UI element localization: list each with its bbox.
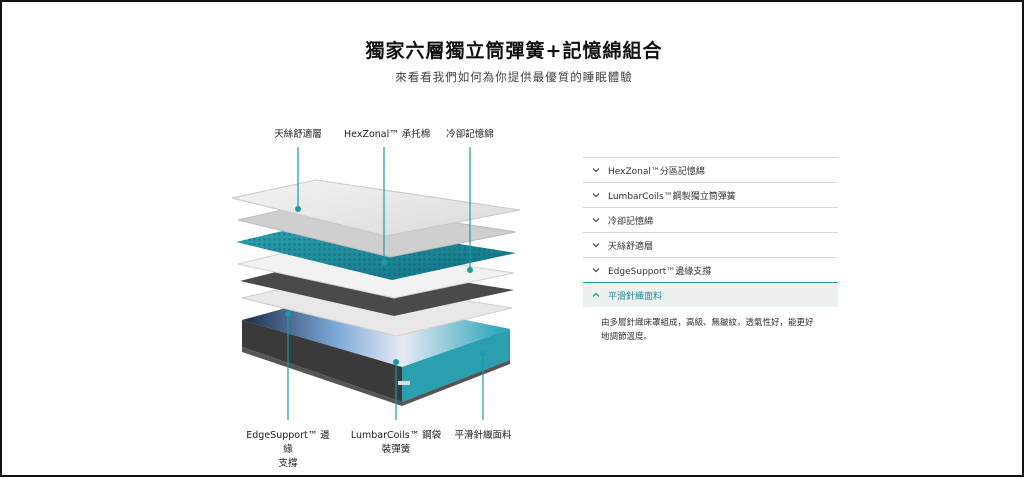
accordion-item-label: HexZonal™分區記憶綿 [608, 166, 705, 177]
callout-tencel-comfort: 天絲舒適層 [274, 129, 322, 140]
gray-foam-layer-3 [241, 277, 513, 337]
callout-knit-fabric: 平滑針織面料 [454, 430, 512, 441]
callout-cooling-memory-foam: 冷卻記憶綿 [446, 129, 494, 140]
gray-foam-layer-2 [240, 260, 514, 316]
accordion-item-tencel[interactable]: 天絲舒適層 [583, 232, 838, 257]
accordion-item-lumbarcoils[interactable]: LumbarCoils™鋼製獨立筒彈簧 [583, 182, 838, 207]
hexzonal-teal-layer [236, 222, 516, 280]
layer-accordion: HexZonal™分區記憶綿 LumbarCoils™鋼製獨立筒彈簧 冷卻記憶綿… [583, 157, 838, 345]
chevron-up-icon [589, 288, 603, 302]
accordion-item-knit-fabric[interactable]: 平滑針織面料 [583, 282, 838, 307]
chevron-down-icon [589, 238, 603, 252]
accordion-item-label: EdgeSupport™邊緣支撐 [608, 266, 712, 277]
callout-hexzonal-foam: HexZonal™ 承托棉 [344, 129, 431, 140]
accordion-item-cooling-foam[interactable]: 冷卻記憶綿 [583, 207, 838, 232]
chevron-down-icon [589, 188, 603, 202]
chevron-down-icon [589, 213, 603, 227]
accordion-item-edgesupport[interactable]: EdgeSupport™邊緣支撐 [583, 257, 838, 282]
coil-base-layer [242, 294, 510, 406]
page-subtitle: 來看看我們如何為你提供最優質的睡眠體驗 [395, 70, 633, 84]
page-title: 獨家六層獨立筒彈簧+記憶綿組合 [365, 40, 663, 62]
chevron-down-icon [589, 163, 603, 177]
top-cover-layer [231, 179, 521, 237]
chevron-down-icon [589, 263, 603, 277]
accordion-item-label: LumbarCoils™鋼製獨立筒彈簧 [608, 191, 736, 202]
accordion-item-label: 平滑針織面料 [608, 291, 663, 302]
accordion-item-hexzonal[interactable]: HexZonal™分區記憶綿 [583, 157, 838, 182]
accordion-item-label: 天絲舒適層 [608, 241, 654, 252]
accordion-panel-description: 由多層針織床罩組成，高級、無皺紋，透氣性好，能更好地調節溫度。 [601, 318, 814, 343]
callout-edgesupport: EdgeSupport™ 邊緣 支撐 [246, 430, 330, 469]
accordion-item-label: 冷卻記憶綿 [608, 216, 654, 227]
callout-lumbarcoils: LumbarCoils™ 鋼袋 裝彈簧 [350, 430, 442, 455]
white-foam-layer [237, 243, 515, 299]
perforated-layer [237, 201, 517, 258]
